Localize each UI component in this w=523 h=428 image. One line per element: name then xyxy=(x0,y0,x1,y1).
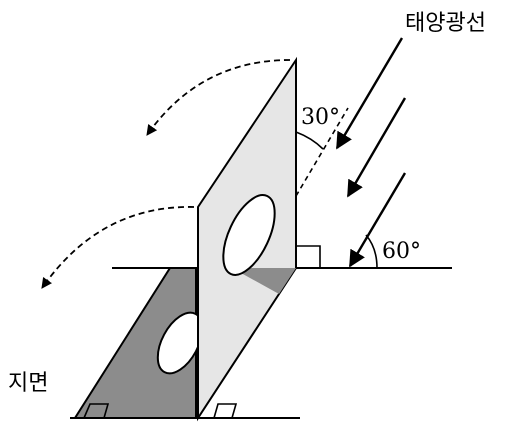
angle-arc-30 xyxy=(295,131,324,150)
sunlight-extension-dashed xyxy=(295,107,349,197)
angle-label-60: 60° xyxy=(382,239,421,264)
shadow-hole xyxy=(156,311,204,375)
angle-label-30: 30° xyxy=(301,105,340,130)
right-angle-mark-shadow xyxy=(83,403,110,419)
panel-hole xyxy=(222,194,276,276)
rotation-arrow-lower xyxy=(41,206,195,289)
sunlight-arrow-3 xyxy=(348,172,407,268)
angle-arc-60 xyxy=(365,234,378,269)
sunlight-arrow-1 xyxy=(335,37,404,150)
right-angle-mark-panel-right xyxy=(296,245,321,268)
sunlight-arrow-2 xyxy=(346,97,407,198)
right-angle-mark-panel-base xyxy=(213,403,238,419)
panel-shadow-part xyxy=(232,268,296,294)
rotation-arrow-upper xyxy=(146,59,291,136)
sunlight-label: 태양광선 xyxy=(405,11,486,36)
shadow-region xyxy=(73,267,197,419)
ground-label: 지면 xyxy=(8,371,48,396)
